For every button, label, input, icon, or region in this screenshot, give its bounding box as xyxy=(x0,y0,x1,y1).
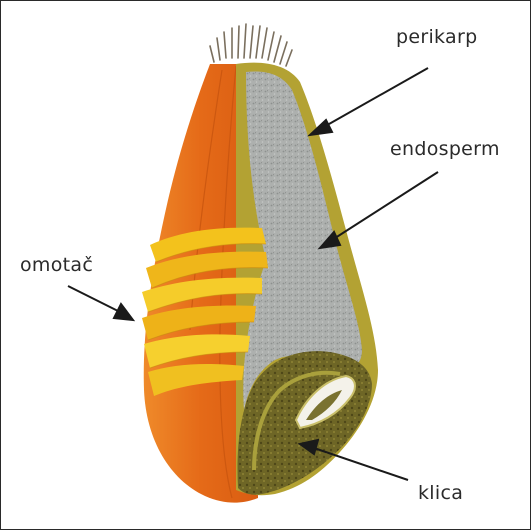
label-endosperm: endosperm xyxy=(390,138,500,160)
brush-hairs xyxy=(210,24,292,66)
arrow-perikarp xyxy=(322,68,428,128)
arrow-omotac xyxy=(68,286,120,312)
label-perikarp: perikarp xyxy=(396,26,477,48)
label-klica: klica xyxy=(418,482,463,504)
arrow-endosperm xyxy=(332,172,438,240)
label-omotac: omotač xyxy=(20,254,93,276)
